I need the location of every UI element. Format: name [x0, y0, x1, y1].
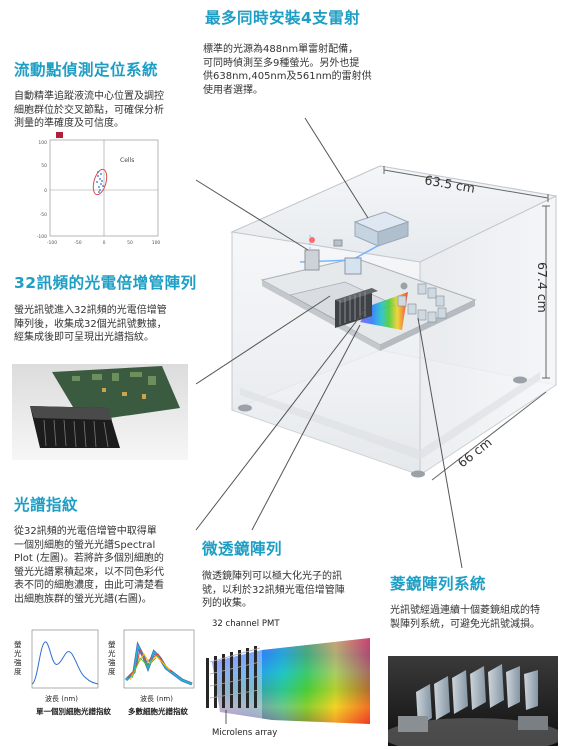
laser-description: 標準的光源為488nm單雷射配備， 可同時偵測至多9種螢光。另外也提 供638n… — [203, 43, 372, 97]
y-tick: -50 — [40, 212, 47, 218]
x-tick: -100 — [47, 240, 57, 246]
multi-cell-spectrum-plot — [123, 629, 195, 689]
multi-xlabel: 波長 (nm) — [140, 695, 173, 703]
y-tick: -100 — [37, 234, 47, 240]
x-tick: -50 — [74, 240, 81, 246]
pmt-label: 32 channel PMT — [212, 619, 280, 629]
x-tick: 0 — [103, 240, 106, 246]
multi-caption: 多數細胞光譜指紋 — [128, 707, 188, 716]
microlens-description: 微透鏡陣列可以極大化光子的訊 號，以利於32訊頻光電倍增管陣 列的收集。 — [202, 570, 345, 611]
multi-ylabel: 螢光強度 — [108, 640, 116, 676]
x-tick: 50 — [127, 240, 133, 246]
microlens-line-3: 列的收集。 — [202, 598, 252, 609]
single-caption: 單一個別細胞光譜指紋 — [36, 707, 111, 716]
x-tick: 100 — [152, 240, 161, 246]
prism-line-1: 光訊號經過連續十個菱鏡組成的特 — [390, 605, 540, 616]
laser-title: 最多同時安裝4支雷射 — [205, 9, 361, 27]
depth-dimension: 66 cm — [455, 435, 495, 471]
flow-line-1: 自動精準追蹤液流中心位置及調控 — [14, 91, 164, 102]
y-tick: 50 — [41, 163, 47, 169]
pmt-photo — [12, 364, 188, 460]
flow-description: 自動精準追蹤液流中心位置及調控 細胞群位於交叉節點，可確保分析 測量的準確度及可… — [14, 90, 164, 131]
flow-line-3: 測量的準確度及可信度。 — [14, 118, 124, 129]
laser-line-4: 使用者選擇。 — [203, 84, 263, 96]
flow-line-2: 細胞群位於交叉節點，可確保分析 — [14, 104, 164, 116]
spectrum-line-1: 從32訊頻的光電倍增管中取得單 — [14, 526, 157, 537]
spectrum-line-5: 表不同的細胞濃度，由此可清楚看 — [14, 580, 164, 591]
laser-line-3: 供638nm,405nm及561nm的雷射供 — [203, 71, 372, 82]
laser-line-2: 可同時偵測至多9種螢光。另外也提 — [203, 57, 360, 69]
spectrum-line-2: 一個別細胞的螢光光譜Spectral — [14, 539, 156, 551]
y-tick: 0 — [44, 188, 47, 194]
microlens-line-2: 號，以利於32訊頻光電倍增管陣 — [202, 584, 345, 596]
pmt-title: 32訊頻的光電倍增管陣列 — [14, 274, 197, 292]
microlens-title: 微透鏡陣列 — [202, 540, 283, 558]
scatter-plot: Cells 100 50 0 -50 -100 -100 -50 0 50 10… — [37, 132, 161, 246]
spectrum-title: 光譜指紋 — [14, 496, 79, 514]
flow-title: 流動點偵測定位系統 — [14, 61, 159, 79]
y-tick: 100 — [38, 140, 47, 146]
pmt-line-3: 經集成後即可呈現出光譜指紋。 — [14, 332, 154, 343]
spectrum-line-4: 螢光光譜累積起來，以不同色彩代 — [14, 566, 164, 578]
width-dimension: 63.5 cm — [423, 172, 476, 196]
pmt-line-1: 螢光訊號進入32訊頻的光電倍增管 — [14, 305, 167, 316]
single-cell-spectrum-plot — [31, 629, 99, 689]
spectrum-line-6: 出細胞族群的螢光光譜(右圖)。 — [14, 593, 152, 605]
spectrum-description: 從32訊頻的光電倍增管中取得單 一個別細胞的螢光光譜Spectral Plot … — [14, 525, 164, 606]
pmt-line-2: 陣列後，收集成32個光訊號數據， — [14, 318, 167, 330]
height-dimension: 67.4 cm — [535, 262, 550, 313]
gate-label: Cells — [120, 157, 134, 164]
pmt-description: 螢光訊號進入32訊頻的光電倍增管 陣列後，收集成32個光訊號數據， 經集成後即可… — [14, 304, 167, 345]
prism-title: 菱鏡陣列系統 — [390, 575, 487, 593]
laser-line-1: 標準的光源為488nm單雷射配備， — [203, 44, 359, 55]
microlens-illustration — [202, 638, 370, 724]
spectrum-line-3: Plot (左圖)。若將許多個別細胞的 — [14, 553, 164, 564]
prism-description: 光訊號經過連續十個菱鏡組成的特 製陣列系統，可避免光訊號減損。 — [390, 604, 540, 631]
microlens-line-1: 微透鏡陣列可以極大化光子的訊 — [202, 571, 342, 582]
prism-line-2: 製陣列系統，可避免光訊號減損。 — [390, 618, 540, 630]
single-xlabel: 波長 (nm) — [45, 695, 78, 703]
single-ylabel: 螢光強度 — [14, 640, 22, 676]
prism-photo — [388, 656, 558, 746]
lens-label: Microlens array — [212, 728, 278, 738]
